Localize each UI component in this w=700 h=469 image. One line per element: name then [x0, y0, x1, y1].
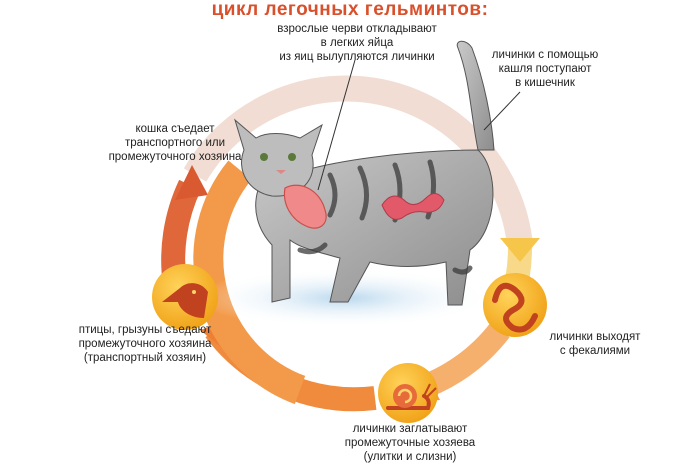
label-line: (транспортный хозяин) — [83, 352, 207, 364]
label-line: взрослые черви откладывают — [277, 23, 437, 35]
label-line: (улитки и слизни) — [363, 451, 457, 463]
label-cat-eats: кошка съедает транспортного или промежут… — [90, 122, 260, 164]
label-feces: личинки выходят с фекалиями — [530, 330, 660, 358]
label-line: промежуточные хозяева — [344, 437, 476, 449]
worm-icon — [492, 282, 538, 333]
label-line: птицы, грызуны съедают — [78, 324, 212, 336]
arrow-head-right — [500, 238, 540, 262]
diagram-title: цикл легочных гельминтов: — [211, 0, 489, 20]
worm-badge — [483, 273, 547, 337]
label-line: промежуточного хозяина — [108, 151, 242, 163]
snail-icon — [386, 383, 437, 410]
lungs-icon — [283, 184, 327, 229]
label-line: с фекалиями — [559, 345, 631, 357]
snail-badge — [378, 363, 438, 423]
label-snail: личинки заглатывают промежуточные хозяев… — [320, 422, 500, 464]
label-line: из яиц вылупляются личинки — [279, 51, 435, 63]
label-line: кашля поступают — [498, 63, 592, 75]
bird-badge — [152, 264, 218, 330]
label-cough: личинки с помощью кашля поступают в кише… — [470, 48, 620, 90]
label-line: в кишечник — [515, 77, 575, 89]
cat-illustration — [234, 40, 495, 306]
label-adult-worms: взрослые черви откладывают в легких яйца… — [262, 22, 452, 64]
label-line: транспортного или — [124, 137, 226, 149]
label-line: в легких яйца — [320, 37, 394, 49]
bird-icon — [162, 283, 208, 318]
arrow-head-top-left — [175, 165, 208, 200]
label-line: личинки с помощью — [491, 49, 599, 61]
leader-line-lungs — [317, 59, 356, 191]
label-line: промежуточного хозяина — [78, 338, 212, 350]
intestine-icon — [381, 193, 445, 220]
label-birds: птицы, грызуны съедают промежуточного хо… — [60, 323, 230, 365]
label-line: личинки выходят — [549, 331, 641, 343]
label-line: кошка съедает — [135, 123, 215, 135]
leader-line-cough — [483, 91, 521, 131]
label-line: личинки заглатывают — [352, 423, 468, 435]
